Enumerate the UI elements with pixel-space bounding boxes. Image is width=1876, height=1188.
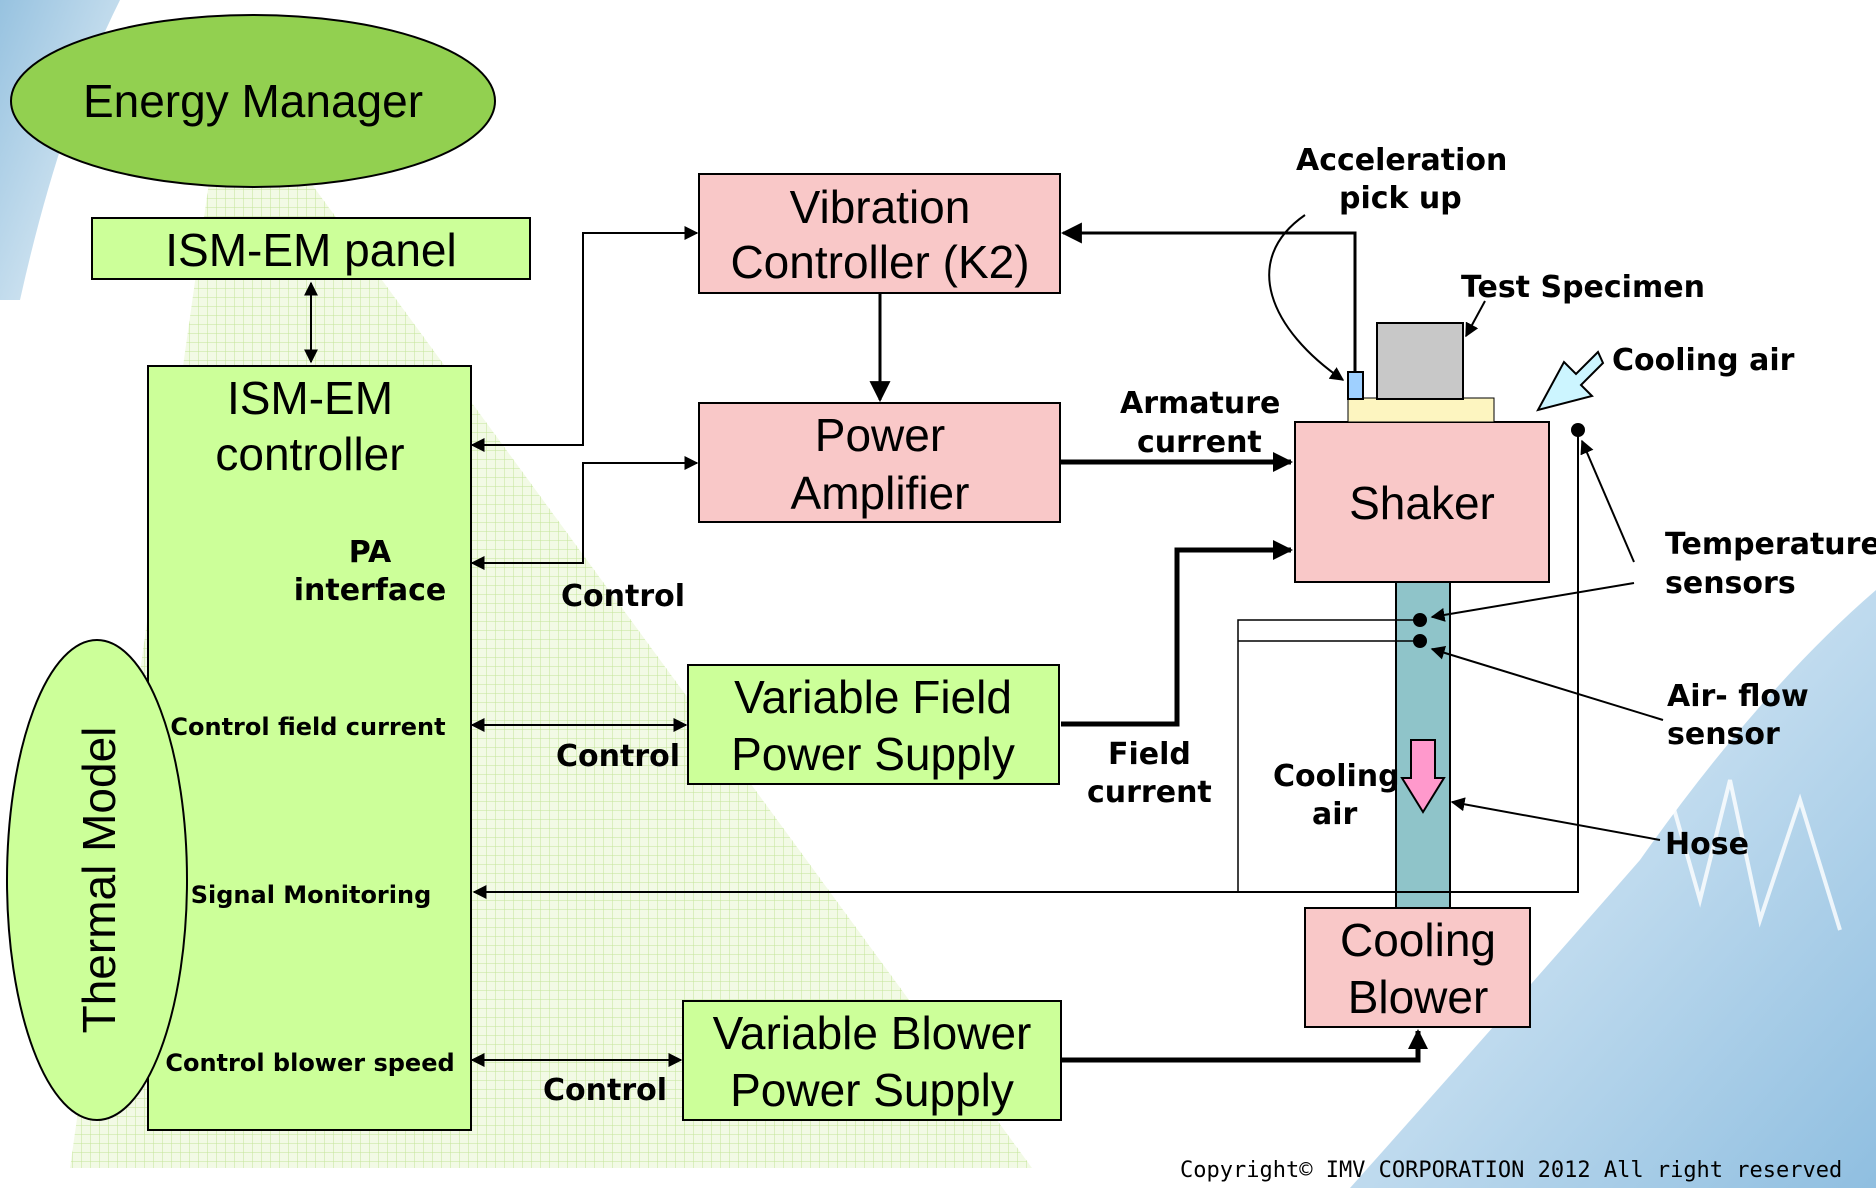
- thermal-model-label: Thermal Model: [73, 727, 125, 1034]
- test-specimen-label: Test Specimen: [1461, 270, 1705, 305]
- ism-em-controller-label-1: ISM-EM: [227, 372, 393, 424]
- cooling-blower-label-2: Blower: [1348, 971, 1489, 1023]
- energy-manager-label: Energy Manager: [83, 75, 423, 127]
- thermal-model-ellipse: [6, 639, 188, 1121]
- shaker-label: Shaker: [1349, 477, 1495, 529]
- cooling-air-label: Cooling air: [1612, 343, 1795, 378]
- power-amplifier-label-2: Amplifier: [791, 467, 970, 519]
- vibration-controller-label-2: Controller (K2): [730, 236, 1029, 288]
- acceleration-pickup-sensor: [1347, 371, 1364, 400]
- variable-blower-power-supply-label-2: Power Supply: [730, 1064, 1014, 1116]
- cooling-air-hose-label-1: Cooling: [1273, 759, 1400, 794]
- signal-monitoring-label: Signal Monitoring: [191, 881, 432, 909]
- armature-current-label-1: Armature: [1120, 386, 1280, 421]
- ism-em-controller-label-2: controller: [215, 428, 404, 480]
- pa-interface-label-1: PA: [349, 535, 392, 570]
- acceleration-pickup-label-2: pick up: [1339, 181, 1462, 216]
- hose-label: Hose: [1665, 827, 1749, 862]
- power-amplifier-label-1: Power: [815, 409, 945, 461]
- control-label-blower: Control: [543, 1073, 667, 1108]
- vibration-controller-label-1: Vibration: [790, 181, 971, 233]
- shaker-box: [1294, 421, 1550, 583]
- control-label-field: Control: [556, 739, 680, 774]
- cooling-air-down-arrow-icon: [1400, 739, 1446, 814]
- temperature-sensors-label-1: Temperature: [1665, 527, 1876, 562]
- variable-field-power-supply-box: [687, 664, 1060, 785]
- vibration-controller-box: [698, 173, 1061, 294]
- copyright-text: Copyright© IMV CORPORATION 2012 All righ…: [1180, 1158, 1842, 1183]
- cooling-blower-label-1: Cooling: [1340, 914, 1496, 966]
- cooling-blower-box: [1304, 907, 1531, 1028]
- ism-em-panel-box: [91, 217, 531, 280]
- temperature-sensor-dot-top: [1571, 423, 1585, 437]
- ism-em-controller-box: [147, 365, 472, 1131]
- acceleration-pickup-label-1: Acceleration: [1296, 143, 1507, 178]
- power-amplifier-box: [698, 402, 1061, 523]
- variable-field-power-supply-label-1: Variable Field: [734, 671, 1012, 723]
- test-specimen-block: [1376, 322, 1464, 400]
- shaker-table-plate: [1347, 397, 1495, 423]
- armature-current-label-2: current: [1137, 425, 1262, 460]
- cooling-air-arrow-icon: [1536, 350, 1605, 412]
- temperature-sensor-dot-hose: [1413, 613, 1427, 627]
- airflow-sensor-dot: [1413, 634, 1427, 648]
- temperature-sensors-label-2: sensors: [1665, 566, 1796, 601]
- airflow-sensor-label-2: sensor: [1667, 717, 1780, 752]
- variable-blower-power-supply-label-1: Variable Blower: [713, 1007, 1032, 1059]
- cooling-air-hose-label-2: air: [1312, 797, 1358, 832]
- ism-em-panel-label: ISM-EM panel: [165, 224, 456, 276]
- variable-blower-power-supply-box: [682, 1000, 1062, 1121]
- control-label-pa: Control: [561, 579, 685, 614]
- energy-manager-ellipse: [10, 14, 496, 188]
- pa-interface-label-2: interface: [294, 573, 447, 608]
- airflow-sensor-label-1: Air- flow: [1667, 679, 1809, 714]
- field-current-label-1: Field: [1108, 737, 1191, 772]
- field-current-label-2: current: [1087, 775, 1212, 810]
- control-field-current-label: Control field current: [170, 713, 445, 741]
- control-blower-speed-label: Control blower speed: [165, 1049, 454, 1077]
- variable-field-power-supply-label-2: Power Supply: [731, 728, 1015, 780]
